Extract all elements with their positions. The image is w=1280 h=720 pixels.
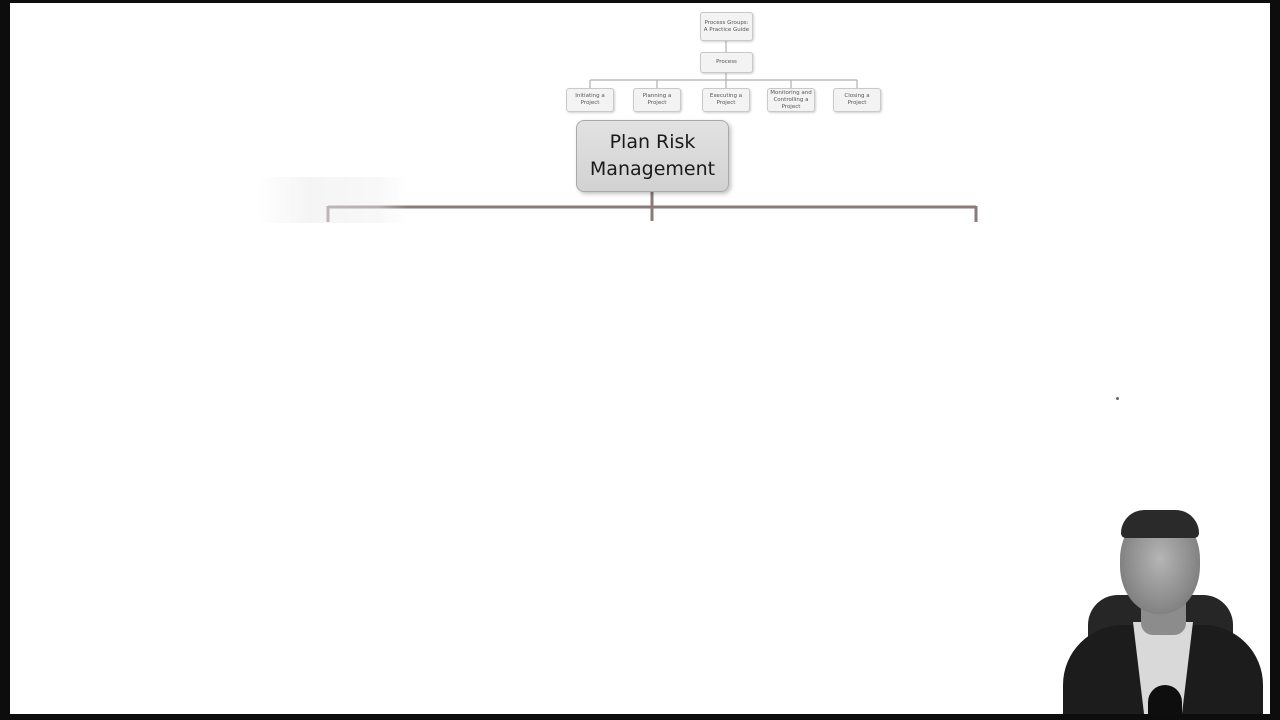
- node-label: Process: [716, 59, 737, 65]
- node-plan-risk-management: Plan Risk Management: [576, 120, 729, 192]
- node-monitoring-controlling: Monitoring and Controlling a Project: [767, 88, 815, 112]
- mouse-cursor-dot: [1116, 397, 1119, 400]
- presenter-hair: [1121, 510, 1199, 538]
- node-process: Process: [700, 52, 753, 73]
- slide-canvas: Process Groups: A Practice Guide Process…: [10, 3, 1270, 714]
- node-label: Planning a Project: [642, 93, 672, 106]
- node-initiating: Initiating a Project: [566, 88, 614, 112]
- node-closing: Closing a Project: [833, 88, 881, 112]
- node-planning: Planning a Project: [633, 88, 681, 112]
- node-label: Initiating a Project: [575, 93, 605, 106]
- presenter-webcam-overlay: [1058, 500, 1270, 714]
- faded-placeholder: [258, 177, 408, 223]
- node-label: Executing a Project: [709, 93, 743, 106]
- node-executing: Executing a Project: [702, 88, 750, 112]
- node-label: Closing a Project: [844, 93, 870, 106]
- microphone-icon: [1148, 685, 1182, 714]
- node-label: Monitoring and Controlling a Project: [770, 89, 812, 110]
- node-label: Process Groups: A Practice Guide: [703, 19, 750, 33]
- main-node-label: Plan Risk Management: [589, 131, 716, 180]
- node-process-groups-guide: Process Groups: A Practice Guide: [700, 12, 753, 41]
